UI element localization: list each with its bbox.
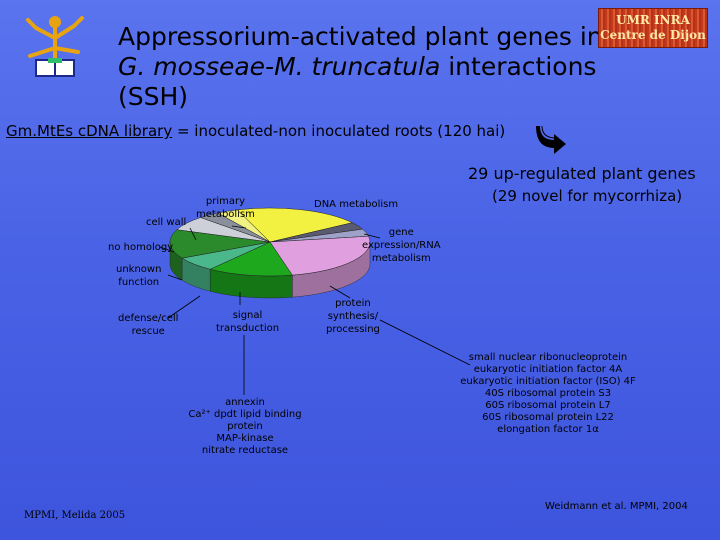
badge-line1: UMR INRA <box>616 13 690 27</box>
label-cell-wall: cell wall <box>146 217 187 228</box>
list-item: 60S ribosomal protein L7 <box>485 400 611 411</box>
leader-unknown <box>167 274 183 281</box>
right-arrow-icon <box>536 125 566 154</box>
footer-source-left: MPMI, Melida 2005 <box>24 510 126 521</box>
list-item: elongation factor 1α <box>497 424 599 435</box>
footer-citation: Weidmann et al. MPMI, 2004 <box>545 501 688 512</box>
label-defense-line2: rescue <box>131 326 165 337</box>
badge-line2: Centre de Dijon <box>600 28 706 42</box>
novel-subline: (29 novel for mycorrhiza) <box>492 187 683 205</box>
label-gene-line3: metabolism <box>371 253 431 264</box>
leader-primary <box>231 225 247 229</box>
leader-cell-wall <box>189 227 197 241</box>
label-signal-line1: signal <box>232 310 263 321</box>
list-item: 40S ribosomal protein S3 <box>484 388 612 399</box>
label-dna-metabolism: DNA metabolism <box>314 199 399 210</box>
label-protein-line2: synthesis/ <box>327 311 379 322</box>
leader-gene <box>363 233 381 239</box>
title-species: G. mosseae-M. truncatula <box>118 52 441 81</box>
leader-no-homology <box>159 246 175 253</box>
list-item: eukaryotic initiation factor (ISO) 4F <box>460 376 636 387</box>
library-detail: = inoculated-non inoculated roots (120 h… <box>172 122 506 140</box>
label-protein-line3: processing <box>326 324 380 335</box>
pie-slice-1 <box>236 207 354 243</box>
pie-slice-5 <box>209 241 293 277</box>
label-gene-expression: gene expression/RNA metabolism <box>362 226 441 265</box>
title-suffix: interactions (SSH) <box>118 52 597 111</box>
leader-protein-list <box>379 319 471 366</box>
label-primary-line2: metabolism <box>196 209 255 220</box>
mycorrhiza-logo <box>26 16 84 77</box>
library-name: Gm.MtEs cDNA library <box>6 122 173 140</box>
label-no-homology: no homology <box>108 242 174 253</box>
list-item: Ca²⁺ dpdt lipid binding protein <box>188 409 302 432</box>
label-gene-line1: gene <box>388 227 414 238</box>
pie-slice-9 <box>199 212 271 243</box>
list-item: eukaryotic initiation factor 4A <box>473 364 623 375</box>
pie-slice-4 <box>269 235 371 276</box>
label-defense-line1: defense/cell <box>118 313 179 324</box>
label-unknown-line2: function <box>118 277 160 288</box>
label-gene-line2: expression/RNA <box>362 240 441 251</box>
label-protein-line1: protein <box>335 298 371 309</box>
label-protein: protein synthesis/ processing <box>326 297 380 336</box>
list-item: MAP-kinase <box>216 433 274 444</box>
label-defense: defense/cell rescue <box>118 312 178 338</box>
signal-gene-list: annexin Ca²⁺ dpdt lipid binding protein … <box>170 397 320 457</box>
label-unknown-function: unknown function <box>116 263 161 289</box>
protein-gene-list: small nuclear ribonucleoprotein eukaryot… <box>450 352 646 436</box>
slide-title-line2: G. mosseae-M. truncatula interactions (S… <box>118 52 638 112</box>
list-item: 60S ribosomal protein L22 <box>482 412 614 423</box>
gene-category-pie-chart <box>169 207 371 299</box>
library-description: Gm.MtEs cDNA library = inoculated-non in… <box>6 122 505 140</box>
slide-title-line1: Appressorium-activated plant genes in <box>118 22 603 51</box>
pie-slice-7 <box>169 229 271 259</box>
label-signal-line2: transduction <box>216 323 280 334</box>
list-item: small nuclear ribonucleoprotein <box>468 352 628 363</box>
label-signal: signal transduction <box>216 309 279 335</box>
institution-badge: UMR INRA Centre de Dijon <box>598 8 708 48</box>
label-primary-line1: primary <box>205 196 246 207</box>
leader-protein <box>329 285 351 299</box>
label-unknown-line1: unknown <box>116 264 162 275</box>
upregulated-headline: 29 up-regulated plant genes <box>468 164 696 183</box>
list-item: nitrate reductase <box>201 445 289 456</box>
list-item: annexin <box>225 397 265 408</box>
leader-defense <box>167 295 201 319</box>
label-primary-metabolism: primary metabolism <box>196 195 255 221</box>
